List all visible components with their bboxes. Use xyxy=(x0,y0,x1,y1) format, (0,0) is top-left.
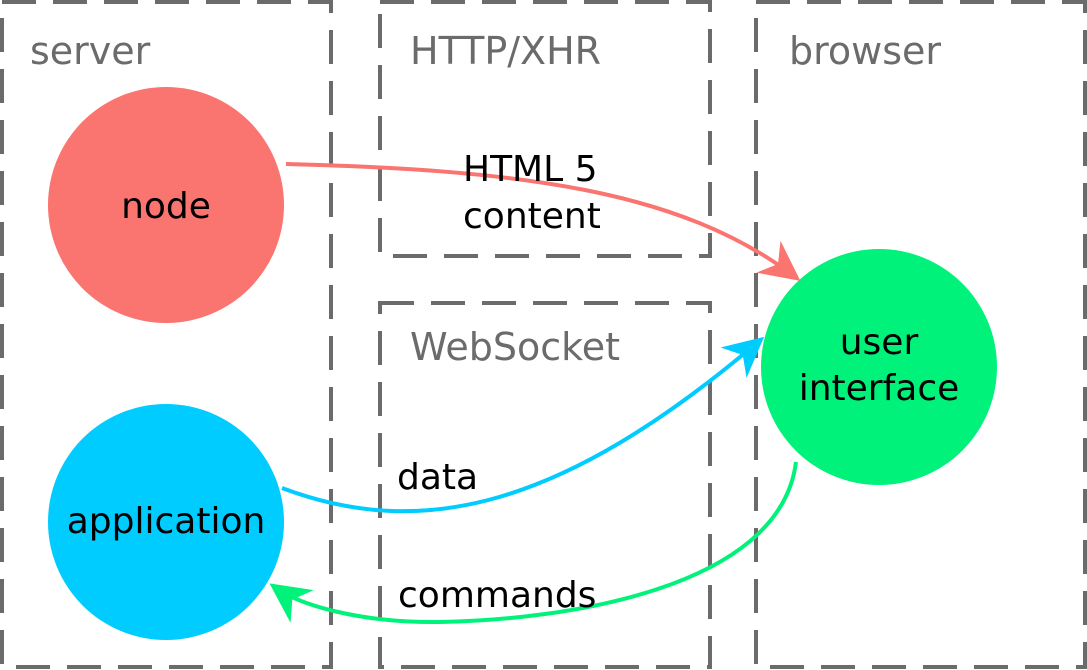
user-interface-label-line1: user xyxy=(840,322,919,363)
data-label: data xyxy=(397,457,478,498)
commands-arrow xyxy=(269,461,798,625)
html-content-arrow xyxy=(285,162,801,281)
commands-label: commands xyxy=(398,575,596,616)
http-xhr-zone-border xyxy=(378,0,712,258)
browser-zone-border xyxy=(754,0,1087,669)
websocket-zone-border xyxy=(378,301,712,669)
user-interface-circle xyxy=(761,249,997,485)
html-content-label-line1: HTML 5 xyxy=(463,149,598,190)
websocket-zone-label: WebSocket xyxy=(410,325,620,369)
application-circle xyxy=(48,404,284,640)
data-arrow xyxy=(281,336,765,514)
user-interface-label-line2: interface xyxy=(799,368,960,409)
application-label: application xyxy=(67,501,266,542)
server-zone-label: server xyxy=(30,29,151,73)
server-zone-border xyxy=(0,0,333,669)
browser-zone-label: browser xyxy=(789,29,941,73)
node-label: node xyxy=(121,186,211,227)
http-xhr-zone-label: HTTP/XHR xyxy=(410,29,601,73)
node-circle xyxy=(48,87,284,323)
html-content-label-line2: content xyxy=(463,196,601,237)
